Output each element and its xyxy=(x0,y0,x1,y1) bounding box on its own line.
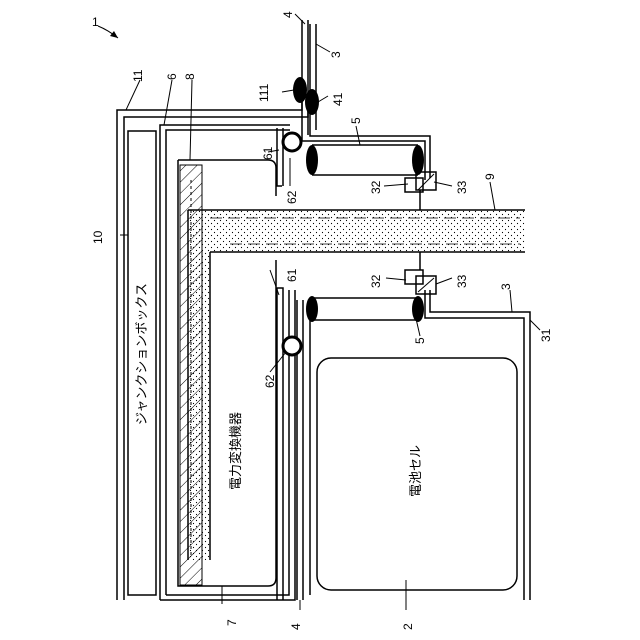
ref-label-7: 7 xyxy=(225,619,239,626)
ref-label-31: 31 xyxy=(539,328,553,342)
ref-label-32-top: 32 xyxy=(369,180,383,194)
connector-lower xyxy=(405,252,436,294)
ref-label-61-bottom: 61 xyxy=(285,268,299,282)
partition-wall-61 xyxy=(277,128,283,600)
ref-label-5-top: 5 xyxy=(349,117,363,124)
ref-label-9: 9 xyxy=(483,173,497,180)
ref-label-111: 111 xyxy=(257,83,271,102)
o-ring-upper xyxy=(283,133,301,151)
ref-label-4-bottom: 4 xyxy=(289,623,303,630)
ref-label-1: 1 xyxy=(92,15,99,29)
connector-upper xyxy=(405,172,436,210)
ref-label-10: 10 xyxy=(91,230,105,244)
ref-label-4-top: 4 xyxy=(281,11,295,18)
seal-111 xyxy=(293,77,307,103)
ref-label-61-top: 61 xyxy=(261,146,275,160)
ref-label-33-top: 33 xyxy=(455,180,469,194)
ref-label-62-top: 62 xyxy=(285,190,299,204)
cooling-tube-upper xyxy=(306,145,424,175)
ref-label-2: 2 xyxy=(401,623,415,630)
ref-label-11: 11 xyxy=(131,69,145,82)
coolant-pipe xyxy=(188,210,525,560)
ref-label-33-bottom: 33 xyxy=(455,274,469,288)
ref-label-3-top: 3 xyxy=(329,51,343,58)
junction-box-label: ジャンクションボックス xyxy=(135,283,150,425)
ref-label-8: 8 xyxy=(183,73,197,80)
ref-label-41: 41 xyxy=(331,92,345,106)
seal-41 xyxy=(305,89,319,115)
ref-arrow-1-head xyxy=(110,31,118,38)
ref-label-6: 6 xyxy=(165,73,179,80)
power-converter-label: 電力変換機器 xyxy=(228,412,244,490)
ref-label-3-bottom: 3 xyxy=(499,283,513,290)
ref-label-62-bottom: 62 xyxy=(263,374,277,388)
battery-cell-label: 電池セル xyxy=(409,445,424,497)
ref-label-5-bottom: 5 xyxy=(413,337,427,344)
cooling-tube-lower xyxy=(306,296,424,322)
ref-label-32-bottom: 32 xyxy=(369,274,383,288)
